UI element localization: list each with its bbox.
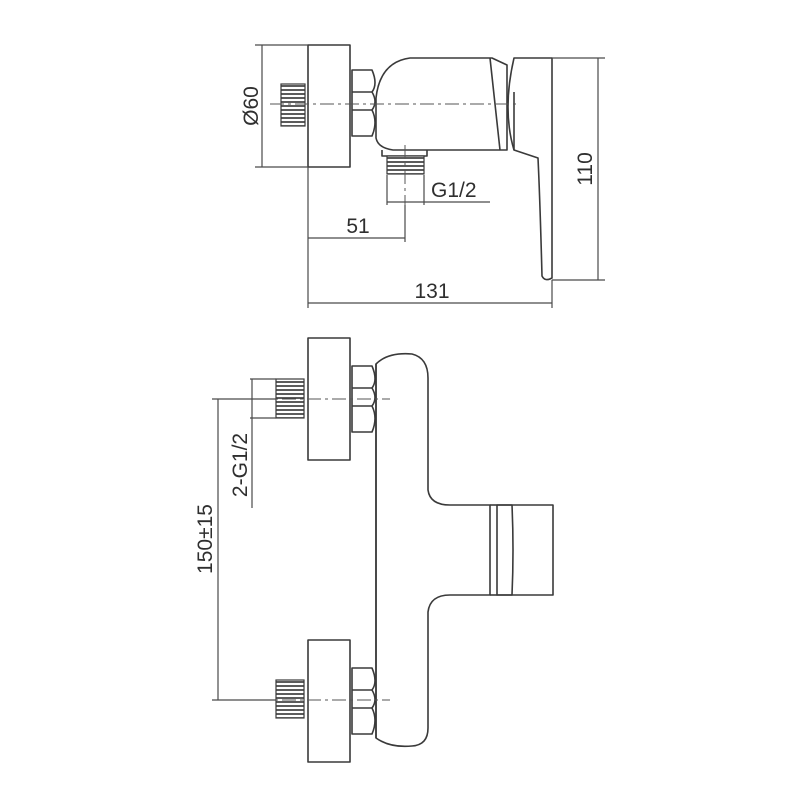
side-inlet-thread: [280, 83, 306, 127]
side-lever-handle: [507, 57, 553, 281]
top-hex-nut: [351, 365, 376, 433]
bottom-wall-flange: [307, 639, 351, 763]
diameter-label: Ø60: [240, 86, 263, 126]
inlet-threads-label: 2-G1/2: [229, 433, 252, 497]
offset-label: 51: [346, 215, 369, 238]
side-view: Ø60 110 G1/2 51 131: [240, 44, 605, 308]
side-hex-nut: [351, 69, 376, 137]
length-label: 131: [414, 280, 449, 303]
front-valve-body: [375, 352, 491, 748]
side-valve-body: [375, 57, 508, 151]
front-view: 150±15 2-G1/2: [194, 337, 554, 763]
outlet-thread-label: G1/2: [431, 179, 477, 202]
side-wall-flange: [307, 44, 351, 168]
centers-label: 150±15: [194, 504, 217, 574]
front-lever-handle: [496, 504, 554, 596]
height-label: 110: [574, 152, 597, 185]
bottom-inlet-thread: [275, 679, 305, 719]
bottom-hex-nut: [351, 667, 376, 735]
